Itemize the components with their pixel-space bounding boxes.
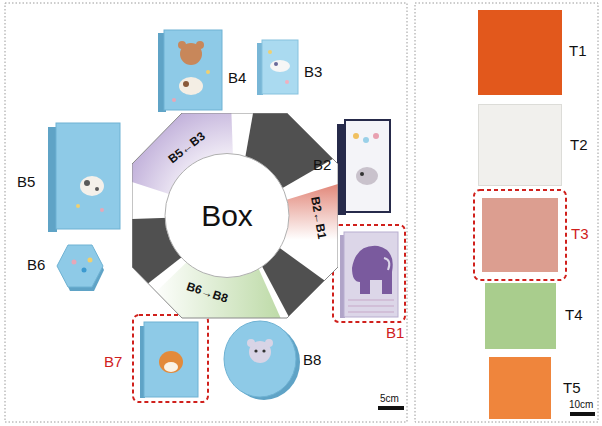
scale-label: 5cm xyxy=(380,393,399,404)
sample-label: B6 xyxy=(27,257,45,274)
box-sample: B8 xyxy=(224,321,300,400)
box-sample: B6 xyxy=(57,245,104,291)
towel-sample: T3 xyxy=(482,198,558,272)
sample-label: B5 xyxy=(17,174,35,191)
sample-label: B1 xyxy=(386,325,404,342)
sample-label: T3 xyxy=(571,226,589,243)
scale-label: 10cm xyxy=(569,399,593,410)
sample-label: B7 xyxy=(104,354,122,371)
sample-label: T5 xyxy=(563,380,581,397)
towel-sample: T4 xyxy=(485,283,556,349)
towel-sample: T2 xyxy=(478,104,562,186)
sample-label: B8 xyxy=(303,352,321,369)
sample-label: B4 xyxy=(228,70,246,87)
box-sample: B4 xyxy=(158,30,222,112)
towel-sample: T1 xyxy=(478,10,562,95)
sample-label: T1 xyxy=(569,43,587,60)
box-sample: B7 xyxy=(140,322,198,398)
box-sample: B3 xyxy=(257,40,298,95)
sample-label: T4 xyxy=(565,307,583,324)
box-sample: B1 xyxy=(340,232,398,318)
sample-label: B2 xyxy=(313,157,331,174)
box-sample: B5 xyxy=(48,123,120,232)
box-title: Box xyxy=(201,199,253,232)
towel-sample: T5 xyxy=(489,357,551,419)
sample-label: T2 xyxy=(570,137,588,154)
sample-label: B3 xyxy=(304,64,322,81)
box-sample: B2 xyxy=(337,120,390,215)
octagon-box: BoxB5←B3B2←B1B6→B8 xyxy=(132,113,338,319)
